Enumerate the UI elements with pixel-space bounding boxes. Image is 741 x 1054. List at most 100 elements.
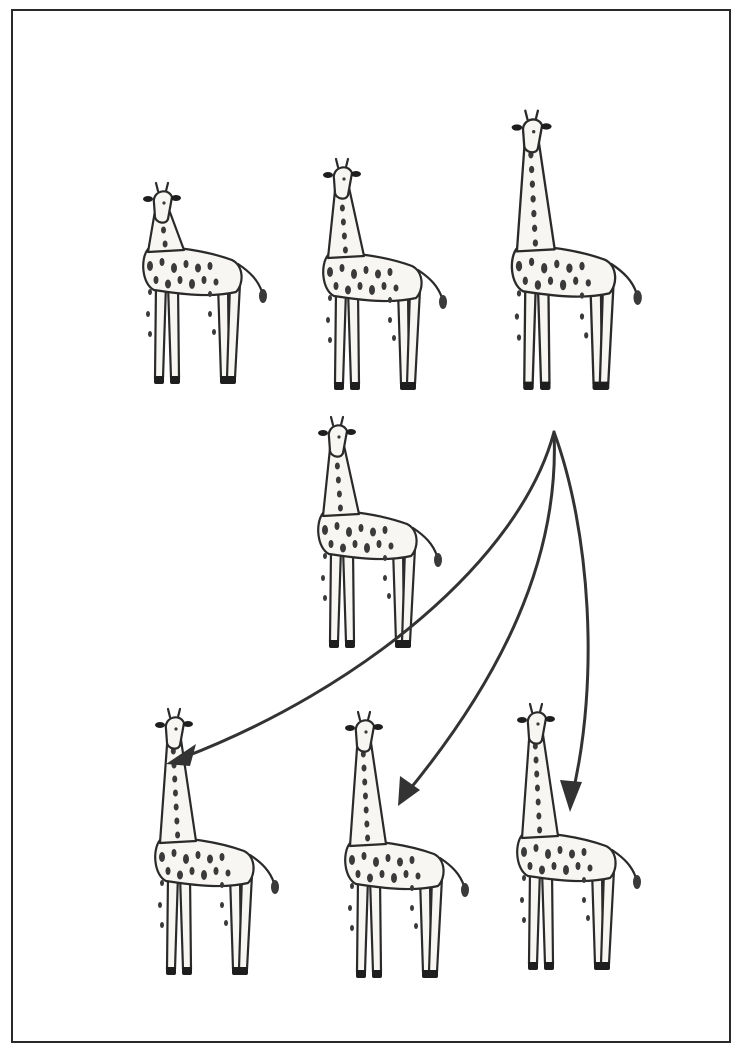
hoof (334, 382, 344, 390)
arrow-to-offspring-3 (554, 432, 588, 796)
hoof (238, 967, 248, 975)
spot (531, 195, 536, 202)
spot (172, 776, 177, 783)
leg (155, 284, 166, 378)
giraffe-group (143, 111, 642, 978)
hoof (226, 376, 236, 384)
ossicone (530, 704, 532, 712)
hoof (544, 962, 554, 970)
leg (407, 290, 420, 384)
hoof (406, 382, 416, 390)
ossicone (168, 709, 170, 717)
head (329, 425, 347, 456)
spot (174, 804, 179, 811)
spot (163, 241, 168, 248)
tail-tuft (439, 295, 447, 309)
head (528, 712, 546, 743)
hoof (329, 640, 339, 648)
ear (155, 722, 165, 728)
spot (342, 233, 347, 240)
head (166, 717, 184, 748)
ear (346, 429, 356, 435)
hoof (528, 962, 538, 970)
spot (535, 785, 540, 792)
spot (536, 799, 541, 806)
ear (545, 716, 555, 722)
arrowhead-offspring-3 (560, 780, 582, 812)
head (356, 720, 374, 751)
spot (343, 247, 348, 254)
leg (343, 548, 354, 642)
hoof (182, 967, 192, 975)
hoof (428, 970, 438, 978)
spot (529, 166, 534, 173)
spot (364, 821, 369, 828)
tail-tuft (259, 289, 267, 303)
hoof (350, 382, 360, 390)
ear (323, 172, 333, 178)
leg (524, 285, 536, 384)
ossicone (536, 111, 538, 119)
hoof (166, 967, 176, 975)
ossicone (166, 183, 168, 191)
hoof (540, 382, 551, 390)
tail-tuft (461, 883, 469, 897)
spot (161, 227, 166, 234)
spot (536, 813, 541, 820)
ossicone (156, 183, 158, 191)
spot (533, 239, 538, 246)
spot (532, 225, 537, 232)
ossicone (368, 712, 370, 720)
spot (537, 827, 542, 834)
leg (168, 284, 179, 378)
giraffe-top-2 (323, 159, 447, 390)
arrow-to-offspring-1 (182, 432, 554, 758)
ear (183, 721, 193, 727)
spot (364, 807, 369, 814)
eye (174, 727, 177, 730)
leg (227, 284, 240, 378)
ossicone (525, 111, 527, 119)
spot (531, 210, 536, 217)
leg (542, 870, 553, 964)
spot (534, 757, 539, 764)
spot (335, 463, 340, 470)
tail-tuft (633, 290, 641, 305)
hoof (345, 640, 355, 648)
eye (342, 177, 345, 180)
ear (318, 430, 328, 436)
giraffe-top-1 (143, 183, 267, 384)
head (154, 191, 172, 222)
spot (530, 181, 535, 188)
ear (373, 724, 383, 730)
leg (429, 878, 442, 972)
hoof (523, 382, 534, 390)
ossicone (346, 159, 348, 167)
leg (330, 548, 341, 642)
giraffe-offspring-3 (517, 704, 641, 970)
ossicone (336, 159, 338, 167)
eye (532, 130, 535, 133)
spot (337, 491, 342, 498)
spot (340, 205, 345, 212)
spot (362, 779, 367, 786)
hoof (170, 376, 180, 384)
tail-tuft (271, 880, 279, 894)
spot (174, 818, 179, 825)
giraffe-top-3 (512, 111, 642, 390)
hoof (154, 376, 164, 384)
spot (362, 765, 367, 772)
leg (538, 285, 550, 384)
leg (357, 878, 368, 972)
leg (370, 878, 381, 972)
spot (365, 835, 370, 842)
tail-tuft (434, 553, 442, 567)
eye (162, 201, 165, 204)
ossicone (331, 417, 333, 425)
ossicone (341, 417, 343, 425)
leg (348, 290, 359, 384)
spot (363, 793, 368, 800)
ear (541, 123, 552, 129)
spot (175, 832, 180, 839)
leg (529, 870, 540, 964)
